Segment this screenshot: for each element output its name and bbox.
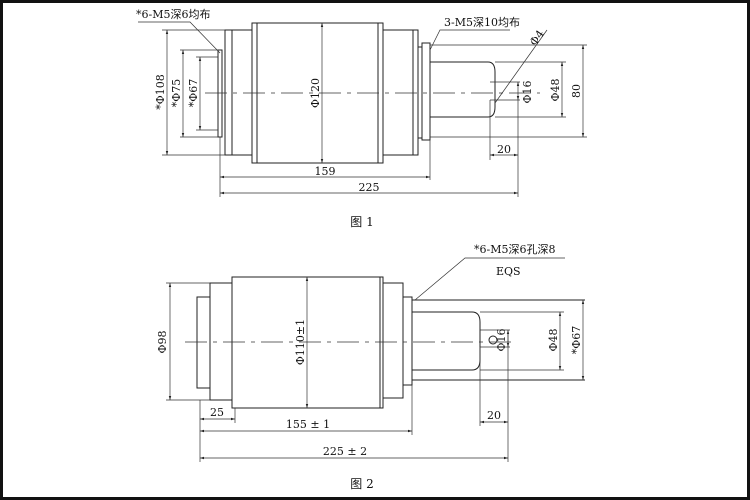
dim-25: 25 [210, 406, 224, 419]
dim-phi120: Φ120 [309, 78, 322, 108]
dim-phi75: *Φ75 [170, 79, 183, 108]
figure-2-caption: 图 2 [350, 477, 373, 491]
label-eqs: EQS [496, 265, 521, 278]
note-right-thread: 3-M5深10均布 [444, 16, 520, 29]
figure-2-dimensions [166, 257, 585, 462]
dim-phi67: *Φ67 [570, 326, 583, 355]
dim-phi108: *Φ108 [154, 74, 167, 110]
dim-225: 225 [359, 181, 380, 194]
dim-80: 80 [570, 84, 583, 98]
dim-phi98: Φ98 [156, 330, 169, 353]
dim-159: 159 [315, 165, 336, 178]
dim-155: 155 ± 1 [286, 418, 330, 431]
figure-2-body [185, 276, 585, 409]
figure-2: *6-M5深6孔深8 EQS Φ98 Φ110±1 Φ16 Φ48 *Φ67 2… [156, 243, 585, 491]
dim-phi67: *Φ67 [187, 79, 200, 108]
dim-phi48: Φ48 [549, 78, 562, 101]
dim-20: 20 [497, 143, 511, 156]
note-thread-holes: *6-M5深6孔深8 [474, 243, 555, 256]
dim-phi110: Φ110±1 [294, 319, 307, 365]
dim-225: 225 ± 2 [323, 445, 367, 458]
dim-phi48: Φ48 [547, 328, 560, 351]
dim-phi16: Φ16 [495, 328, 508, 351]
figure-1-dimensions [138, 21, 587, 197]
dim-20: 20 [487, 409, 501, 422]
dim-phi16: Φ16 [521, 80, 534, 103]
figure-1-body [205, 22, 540, 164]
figure-1: *6-M5深6均布 3-M5深10均布 *Φ108 *Φ75 *Φ67 Φ120… [136, 8, 587, 229]
figure-1-caption: 图 1 [350, 215, 373, 229]
note-left-thread: *6-M5深6均布 [136, 8, 210, 21]
